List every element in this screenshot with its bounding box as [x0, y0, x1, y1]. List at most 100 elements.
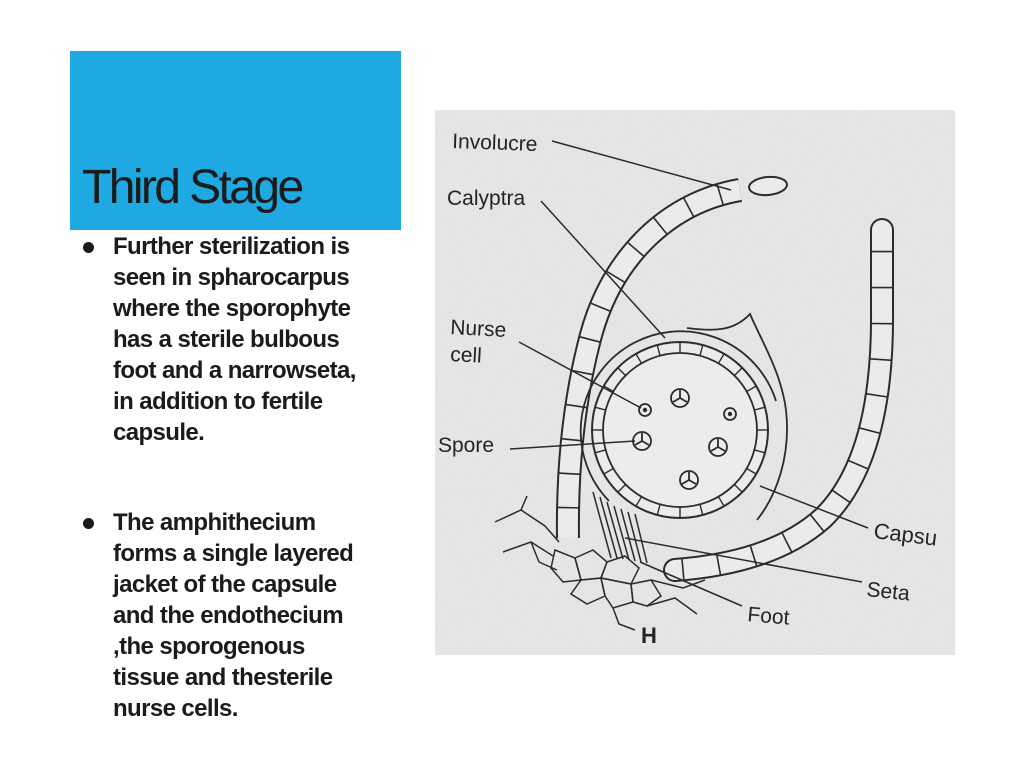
spore-wall	[670, 388, 690, 408]
cell-wall	[558, 472, 581, 476]
spore-mark	[641, 440, 650, 446]
nurse-cell-wall	[723, 407, 737, 421]
jacket-cell-wall	[617, 483, 627, 493]
involucre-tip	[748, 175, 788, 197]
spore-icon	[708, 437, 728, 457]
foot-cell	[599, 555, 640, 585]
spore-mark	[717, 446, 726, 452]
cell-wall	[561, 437, 584, 442]
calyptra-outer-wall	[686, 312, 788, 521]
seta-cell-wall	[599, 496, 618, 559]
jacket-cell-wall	[617, 367, 627, 377]
label-seta: Seta	[865, 578, 911, 605]
jacket-cell-wall	[754, 406, 766, 411]
jacket-cell-wall	[699, 344, 704, 356]
jacket-cell-wall	[635, 496, 643, 507]
jacket-cell-wall	[656, 504, 661, 516]
jacket-cell-wall	[754, 449, 766, 454]
cell-wall	[571, 369, 594, 376]
involucre-right-arm	[663, 218, 895, 582]
cell-wall	[847, 459, 869, 470]
bullet-dot-icon	[83, 242, 94, 253]
bullet-line: nurse cells.	[113, 695, 238, 722]
diagram-canvas: Involucre Calyptra Nurse cell Spore Caps…	[435, 110, 955, 655]
label-calyptra: Calyptra	[447, 187, 526, 210]
cell-wall	[715, 553, 722, 576]
label-panel-h: H	[641, 623, 657, 648]
spores	[632, 388, 728, 490]
seta-cell-wall	[634, 513, 648, 564]
spore-wall	[679, 470, 699, 490]
tissue-wall	[520, 495, 528, 511]
jacket-cell-wall	[656, 344, 661, 356]
title-accent-box	[70, 51, 401, 230]
label-involucre: Involucre	[452, 130, 538, 156]
jacket-cell-wall	[733, 367, 743, 377]
foot-cell	[630, 579, 663, 607]
label-spore: Spore	[438, 434, 494, 457]
calyptra	[579, 312, 788, 521]
bullet-line: capsule.	[113, 419, 205, 446]
spore-mark	[688, 479, 697, 485]
foot	[550, 548, 663, 609]
seta-cell-wall	[627, 511, 642, 563]
jacket-cell-wall	[603, 467, 614, 475]
jacket-cell-wall	[733, 483, 743, 493]
gametophyte-tissue	[494, 495, 706, 631]
involucre-cells	[557, 183, 725, 509]
bullet-line: foot and a narrowseta,	[113, 357, 356, 384]
nurse-cells	[638, 403, 737, 421]
bullet-line: in addition to fertile	[113, 388, 323, 415]
bullet-line: ,the sporogenous	[113, 633, 305, 660]
leader-lines	[509, 140, 869, 607]
jacket-cell-wall	[746, 385, 757, 393]
involucre-cells	[681, 250, 894, 581]
foot-leader	[639, 561, 743, 607]
jacket-cell-wall	[717, 353, 725, 364]
spore-mark	[679, 397, 688, 403]
seta-cell-wall	[613, 505, 630, 561]
spore-mark	[672, 397, 681, 403]
nurse-cell-icon	[638, 403, 652, 417]
bullet-dot-icon	[83, 518, 94, 529]
cell-wall	[589, 302, 611, 313]
bullet-line: where the sporophyte	[113, 295, 351, 322]
cell-wall	[626, 241, 645, 258]
nurse-cell-icon	[723, 407, 737, 421]
cell-wall	[858, 427, 881, 435]
nurse-cell-wall	[638, 403, 652, 417]
cell-wall	[831, 489, 851, 504]
foot-cell	[600, 577, 634, 609]
spore-mark	[710, 446, 719, 452]
capsule-jacket-cells	[592, 342, 768, 518]
bullet-line: Further sterilization is	[113, 233, 350, 260]
bullet-line: jacket of the capsule	[113, 571, 337, 598]
cell-wall	[652, 216, 668, 235]
nurse-cell-nucleus	[727, 411, 733, 417]
foot-cell	[569, 577, 606, 605]
nurse-cell-leader	[518, 341, 642, 409]
tissue-wall	[650, 579, 706, 589]
seta-cell-wall	[592, 491, 612, 559]
involucre-fill	[665, 220, 893, 580]
jacket-cell-wall	[603, 385, 614, 393]
tissue-wall	[530, 541, 558, 571]
seta-cell-wall	[606, 501, 624, 560]
spore-mark	[681, 479, 690, 485]
bullet-text: Further sterilization is seen in spharoc…	[113, 231, 356, 448]
slide-title: Third Stage	[82, 161, 304, 214]
calyptra-inner-wall	[579, 330, 777, 502]
cell-wall	[781, 532, 793, 553]
capsule	[591, 341, 769, 519]
seta-cell-wall	[620, 508, 636, 562]
jacket-cell-wall	[717, 496, 725, 507]
nurse-cell-nucleus	[642, 407, 648, 413]
spore-wall	[708, 437, 728, 457]
capsule-leader	[759, 485, 869, 529]
seta	[592, 491, 648, 564]
bullet-line: has a sterile bulbous	[113, 326, 340, 353]
bullet-text: The amphithecium forms a single layered …	[113, 507, 354, 724]
spore-mark	[634, 440, 643, 446]
cell-wall	[682, 197, 695, 218]
cell-wall	[605, 270, 626, 284]
